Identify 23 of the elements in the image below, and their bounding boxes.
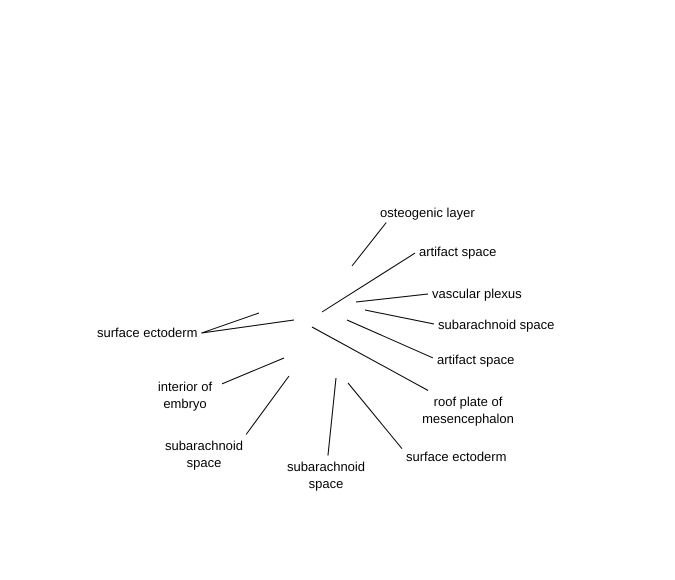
leader-line — [356, 294, 428, 302]
annotation-label: vascular plexus — [428, 282, 526, 304]
leader-line — [348, 382, 402, 450]
annotation-label: surface ectoderm — [93, 322, 202, 342]
annotation-label: subarachnoid space — [434, 314, 558, 334]
leader-line — [200, 312, 260, 334]
annotation-label: artifact space — [433, 348, 518, 370]
annotation-label: interior of embryo — [148, 376, 222, 414]
annotation-label: subarachnoid space — [155, 434, 253, 472]
annotation-label: subarachnoid space — [277, 456, 375, 494]
annotation-label: surface ectoderm — [402, 446, 510, 466]
leader-line — [200, 320, 294, 334]
leader-line — [346, 320, 434, 358]
annotation-label: osteogenic layer — [376, 202, 479, 222]
leader-line — [364, 310, 434, 324]
leader-line — [222, 358, 284, 384]
annotation-label: artifact space — [415, 240, 500, 262]
leader-line — [246, 376, 290, 435]
leader-line — [327, 378, 336, 456]
annotation-label: roof plate of mesencephalon — [411, 390, 525, 428]
leader-line — [322, 252, 416, 312]
leader-line — [312, 326, 429, 391]
leader-line — [352, 222, 387, 266]
